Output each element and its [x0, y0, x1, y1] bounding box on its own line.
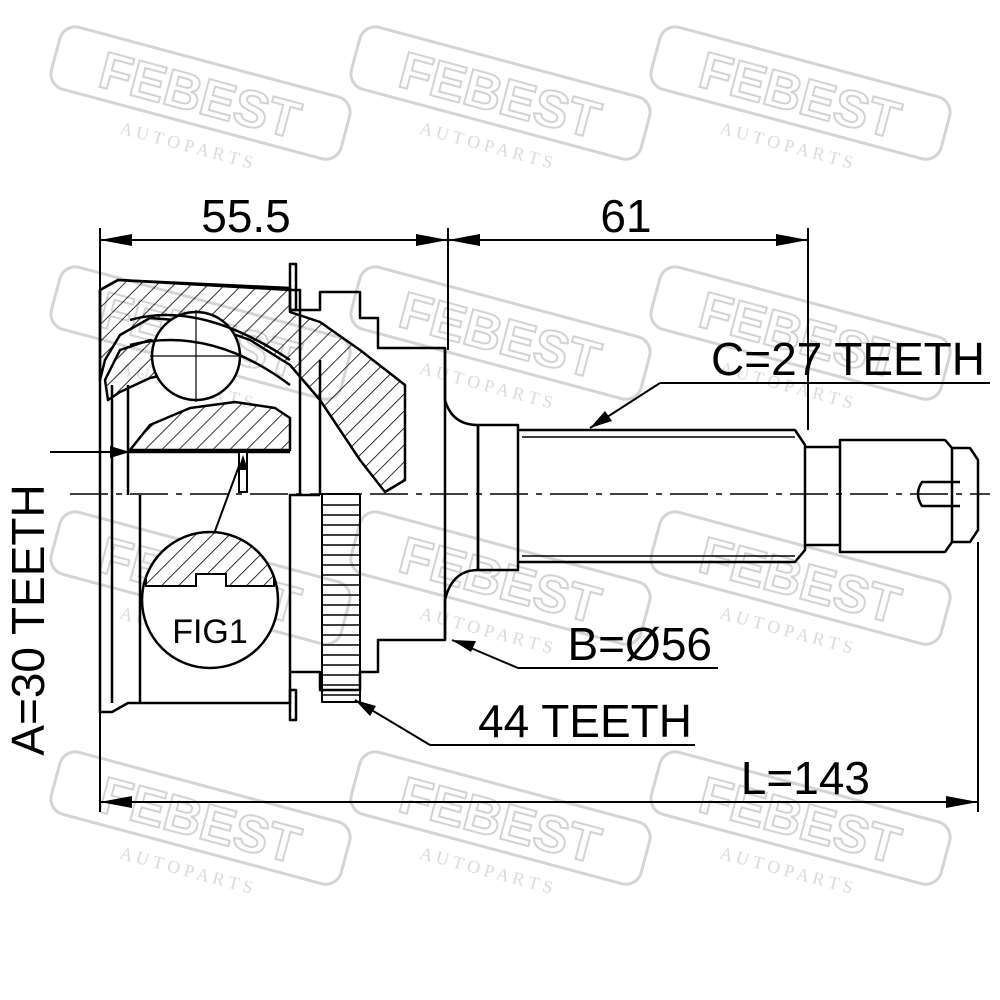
housing-section-hatch [98, 278, 407, 494]
dim-arrow [100, 234, 132, 246]
leader-arrow [590, 411, 612, 428]
dim-arrow [448, 234, 480, 246]
boot-clamp-bottom [288, 688, 298, 722]
inner-race-hatch [128, 400, 292, 452]
watermark-logo [37, 21, 356, 196]
dim-arrow [776, 234, 808, 246]
cage-line [129, 338, 291, 387]
dim-label-total-length: L=143 [741, 752, 870, 804]
fig1-source-mark [238, 451, 248, 493]
dim-label-b-diameter: B=Ø56 [568, 618, 713, 670]
watermark-logo [337, 746, 656, 921]
fig1-detail: FIG1 [140, 451, 280, 670]
outer-housing [98, 278, 302, 714]
abs-ring-teeth [322, 504, 360, 696]
watermark-logo [37, 746, 356, 921]
threaded-end [805, 438, 980, 554]
dim-label-44-teeth: 44 TEETH [478, 695, 692, 747]
dim-label-61: 61 [600, 190, 651, 242]
dim-label-55-5: 55.5 [201, 190, 291, 242]
spline-shaft [518, 428, 807, 564]
fig1-spline-hatch [145, 531, 275, 587]
dim-arrow [100, 796, 132, 808]
fig1-arrow [238, 455, 248, 470]
dim-arrow [416, 234, 448, 246]
boot-clamp-top [288, 262, 298, 312]
watermark-logo [337, 21, 656, 196]
shaft-neck [478, 423, 520, 572]
watermark-logo [637, 21, 956, 196]
leader-arrow [355, 700, 376, 716]
leader-arrow [452, 640, 476, 652]
dimension-labels: 55.5 61 C=27 TEETH B=Ø56 44 TEETH L=143 … [2, 190, 985, 804]
dimension-layer [50, 228, 990, 812]
dim-label-a-teeth: A=30 TEETH [2, 484, 54, 755]
dim-arrow [946, 796, 978, 808]
dim-label-c-teeth: C=27 TEETH [711, 333, 985, 385]
leader-arrow [110, 446, 130, 458]
fig1-label: FIG1 [172, 613, 248, 651]
cage-line [129, 313, 291, 362]
